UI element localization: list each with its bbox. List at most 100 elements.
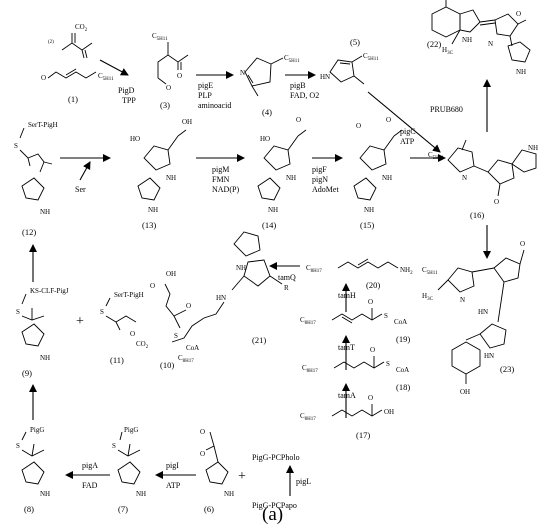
svg-text:S: S [14,142,18,150]
svg-text:NH: NH [268,206,278,214]
svg-text:NH: NH [286,174,296,182]
svg-text:C5H11: C5H11 [152,32,168,42]
cofactor-label: NAD(P) [212,185,239,194]
svg-text:PigG: PigG [30,426,44,434]
svg-text:S: S [112,442,116,450]
svg-text:S: S [16,308,20,316]
svg-text:O: O [368,298,373,306]
enzyme-label: pigB [290,81,306,90]
svg-text:NH: NH [462,36,472,44]
svg-text:O: O [200,428,205,436]
svg-text:CoA: CoA [394,318,407,326]
compound-label: (14) [262,220,276,230]
enzyme-label: pigL [296,477,311,486]
arrow-ser [79,161,91,181]
svg-text:HN: HN [484,352,494,360]
svg-text:NH: NH [516,68,526,76]
svg-text:C5H11: C5H11 [428,151,444,161]
compound-5: (5) HN C5H11 [320,37,379,85]
svg-text:NH2: NH2 [400,266,413,276]
cofactor-label: AdoMet [312,185,339,194]
compound-label: (11) [110,355,124,365]
svg-text:NH: NH [148,206,158,214]
enzyme-label: tamA [338,391,356,400]
svg-text:NH: NH [236,264,246,272]
cofactor-label: FMN [212,175,230,184]
svg-text:OH: OH [182,118,192,126]
svg-text:C5H11: C5H11 [363,52,379,62]
svg-text:N: N [488,40,493,48]
compound-12: SerT-PigH S NH (12) [14,121,58,237]
svg-text:O: O [516,10,521,18]
svg-text:S: S [174,332,178,340]
compound-14: HO O NH NH (14) [257,116,307,230]
svg-text:C8H17: C8H17 [306,264,322,274]
compound-label: (13) [142,220,156,230]
svg-text:N: N [462,174,467,182]
compound-label: (7) [118,504,128,514]
svg-text:O: O [41,74,46,82]
compound-label: (3) [160,100,170,110]
svg-text:C8H17: C8H17 [300,316,316,326]
compound-label: (10) [160,360,174,370]
svg-text:S: S [16,442,20,450]
compound-label: (15) [360,220,374,230]
compound-22: (22) NH H3C N O NH [427,0,531,76]
compound-16: C5H11 N O NH (16) [428,139,538,220]
svg-text:O: O [386,116,391,124]
svg-text:C5H11: C5H11 [284,54,300,64]
svg-text:O: O [494,198,499,206]
compound-label: (9) [22,368,32,378]
svg-text:H3C: H3C [422,292,434,302]
svg-text:NH: NH [528,144,538,152]
compound-18: C8H17 O S CoA (18) [302,346,410,392]
svg-text:C5H11: C5H11 [98,72,114,82]
cofactor-label: FAD [82,481,98,490]
compound-11: SerT-PigH S O CO2 (11) [100,291,149,365]
compound-label: (20) [366,280,380,290]
compound-label: (23) [500,364,514,374]
svg-text:CoA: CoA [396,366,409,374]
enzyme-label: pigI [166,461,179,470]
compound-label: (8) [24,504,34,514]
svg-text:C8H17: C8H17 [178,354,194,364]
svg-text:OH: OH [384,408,394,416]
compound-label: (6) [204,504,214,514]
compound-label: (21) [252,335,266,345]
compound-7: PigG S NH (7) [112,426,146,514]
compound-1: O C5H11 (1) [41,68,114,104]
compound-17: C8H17 O OH (17) [300,394,394,440]
compound-label: (12) [22,227,36,237]
svg-text:S: S [100,308,104,316]
compound-label: (2) [48,40,54,45]
svg-text:O: O [130,330,135,338]
cofactor-label: aminoacid [198,101,231,110]
svg-text:NH: NH [40,208,50,216]
svg-text:O: O [356,122,361,130]
compound-9: KS-CLF-PigJ S NH (9) [16,287,69,378]
svg-text:PigG: PigG [124,426,138,434]
svg-text:CO2: CO2 [75,23,88,33]
compound-10: OH O O S CoA (10) [150,270,199,370]
svg-text:NH: NH [224,490,234,498]
compound-13: HO OH NH NH (13) [130,118,192,230]
svg-text:O: O [200,450,205,458]
compound-15: O O NH NH (15) [353,116,403,230]
svg-text:SerT-PigH: SerT-PigH [114,291,144,299]
compound-20: C8H17 NH2 (20) [306,258,413,290]
svg-text:O: O [150,282,155,290]
svg-text:NH: NH [382,174,392,182]
cofactor-label: FAD, O2 [290,91,319,100]
compound-2: CO2 (2) [48,23,93,59]
svg-text:KS-CLF-PigJ: KS-CLF-PigJ [30,287,69,295]
enzyme-label: tamQ [278,273,296,282]
compound-label: (4) [262,107,272,117]
enzyme-label: pigN [312,175,328,184]
enzyme-label: tamT [338,343,355,352]
svg-text:N: N [460,296,465,304]
svg-text:S: S [386,360,390,368]
compound-label: (22) [427,39,441,49]
svg-text:O: O [296,116,301,124]
svg-text:NH: NH [40,354,50,362]
